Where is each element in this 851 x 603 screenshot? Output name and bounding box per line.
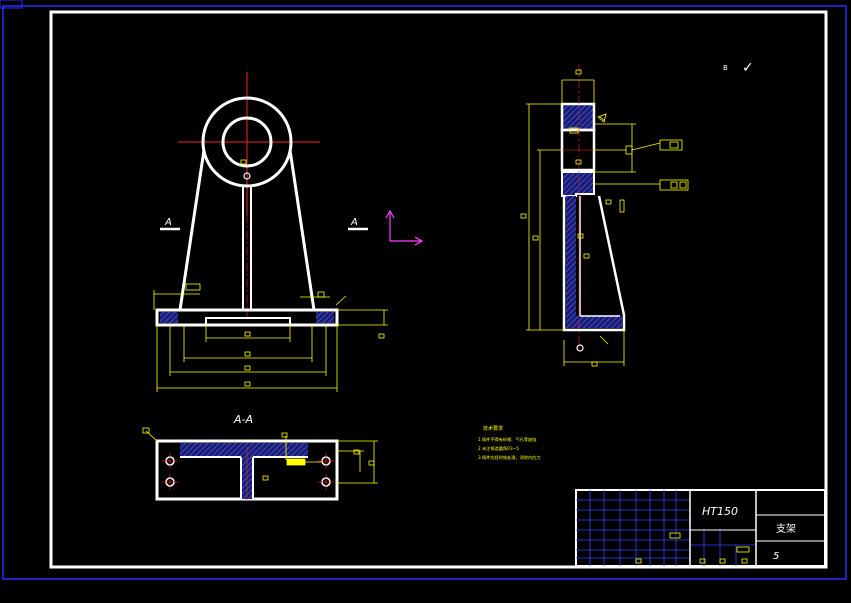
surface-finish-symbol: B ✓ xyxy=(723,60,754,76)
section-cut-label-left: A xyxy=(164,217,172,228)
surface-finish-mark: ✓ xyxy=(742,60,754,76)
corner-mark xyxy=(0,0,23,9)
front-view: A A xyxy=(153,72,388,392)
surface-finish-label: B xyxy=(723,64,728,72)
section-view-aa: A-A xyxy=(142,413,378,502)
tech-req-item: 2.未注铸造圆角R3~5 xyxy=(478,445,519,452)
material-label: HT150 xyxy=(702,505,738,518)
title-block: HT150 支架 5 xyxy=(575,489,826,567)
tech-req-item: 3.铸件应经时效处理，消除内应力 xyxy=(478,454,541,461)
tech-req-item: 1.铸件不得有砂眼、气孔等缺陷 xyxy=(478,436,536,443)
ucs-axis-icon xyxy=(385,209,424,246)
sheet-number-label: 5 xyxy=(773,551,779,562)
section-cut-label-right: A xyxy=(350,217,358,228)
tech-req-title: 技术要求 xyxy=(483,425,503,432)
section-view-title: A-A xyxy=(233,413,253,426)
part-name-label: 支架 xyxy=(776,523,796,535)
drawing-frame xyxy=(49,10,828,569)
outer-sheet-border xyxy=(2,5,847,580)
side-view xyxy=(520,64,689,367)
technical-requirements: 技术要求 1.铸件不得有砂眼、气孔等缺陷 2.未注铸造圆角R3~5 3.铸件应经… xyxy=(478,425,541,461)
